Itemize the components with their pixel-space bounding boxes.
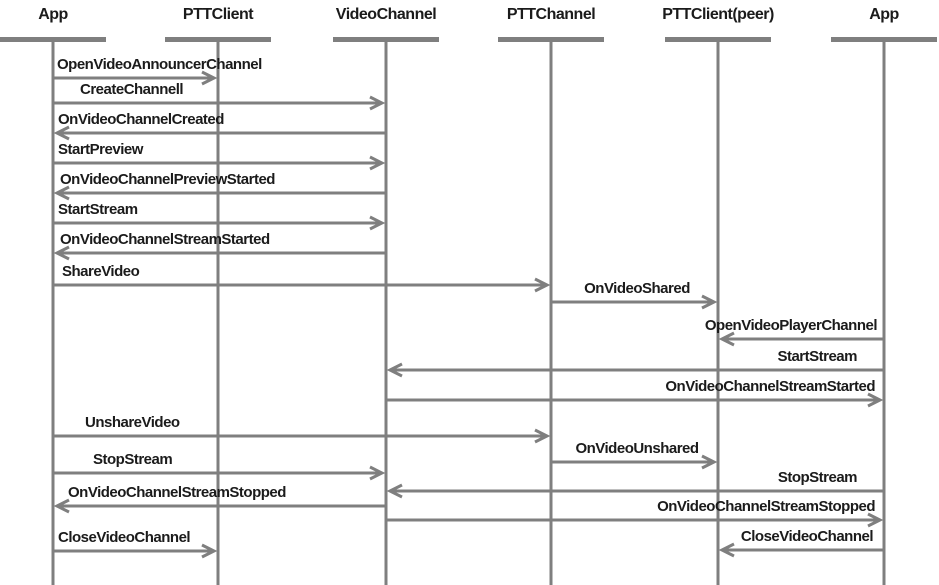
message-label: CloseVideoChannel [740,528,874,545]
message-arrowhead [369,155,386,171]
message-arrowhead [701,294,718,310]
message-arrowhead [701,454,718,470]
message-arrowhead [201,543,218,559]
actor-head-bar [498,37,604,42]
message-label: OnVideoChannelPreviewStarted [60,171,275,188]
message-label: CloseVideoChannel [58,529,191,546]
message-label: OpenVideoPlayerChannel [704,317,878,334]
message-arrowhead [201,70,218,86]
message-label: OnVideoChannelStreamStopped [68,484,286,501]
message-label: OnVideoChannelStreamStarted [60,231,270,248]
message-arrowhead [534,428,551,444]
message-label: OnVideoChannelStreamStarted [665,378,875,395]
message-label: StopStream [93,451,173,468]
message-arrowhead [369,465,386,481]
message-label: OnVideoChannelCreated [58,111,224,128]
actor-title: PTTClient [182,6,254,23]
message-label: ShareVideo [62,263,140,280]
actor-head-bar [665,37,771,42]
message-arrowhead [53,125,70,141]
actor-head-bar [831,37,937,42]
message-label: OnVideoUnshared [575,440,699,457]
message-arrowhead [53,498,70,514]
actor-head-bar [165,37,271,42]
message-label: StartPreview [58,141,143,158]
actor-title: VideoChannel [335,6,437,23]
message-arrowhead [53,245,70,261]
actor-head-bar [333,37,439,42]
message-arrowhead [534,277,551,293]
message-label: StartStream [777,348,857,365]
actor-title: PTTChannel [506,6,596,23]
message-label: StopStream [777,469,858,486]
actor-lifeline [882,38,886,585]
message-arrowhead [369,215,386,231]
message-label: OnVideoChannelStreamStopped [657,498,875,515]
actor-lifeline [51,38,55,585]
actor-title: App [869,6,899,23]
message-arrowhead [369,95,386,111]
actor-head-bar [0,37,106,42]
message-label: CreateChannell [80,81,184,98]
message-label: UnshareVideo [85,414,180,431]
message-label: OpenVideoAnnouncerChannel [57,56,262,73]
message-arrowhead [386,362,403,378]
actor-lifeline [549,38,553,585]
actor-lifeline [716,38,720,585]
actor-title: App [38,6,68,23]
message-label: StartStream [58,201,138,218]
message-arrowhead [867,392,884,408]
actor-lifeline [216,38,220,585]
message-arrowhead [53,185,70,201]
message-arrowhead [386,483,403,499]
actor-lifeline [384,38,388,585]
actor-title: PTTClient(peer) [662,6,774,23]
message-arrowhead [718,542,735,558]
message-label: OnVideoShared [584,280,690,297]
message-arrowhead [867,512,884,528]
message-arrowhead [718,331,735,347]
